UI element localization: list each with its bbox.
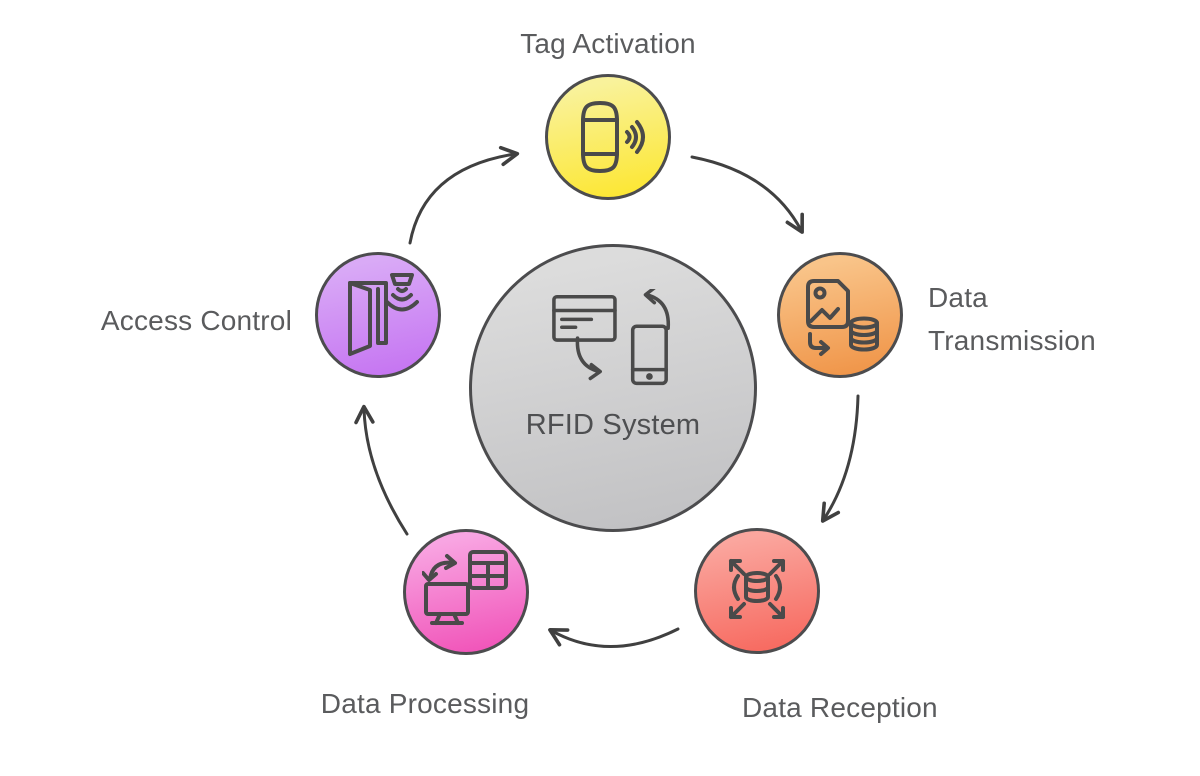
arrow-tag-to-transmission: [690, 155, 804, 234]
arrow-reception-to-processing: [548, 627, 680, 648]
image-to-database-icon: [806, 279, 879, 356]
node-data-processing: [403, 529, 529, 655]
card-phone-exchange-icon: [552, 289, 671, 386]
door-reader-icon: [348, 273, 419, 356]
node-data-reception: [694, 528, 820, 654]
center-node-label: RFID System: [525, 409, 701, 441]
database-broadcast-icon: [729, 559, 785, 619]
arrow-processing-to-access: [354, 404, 409, 536]
arrow-transmission-to-reception: [820, 394, 860, 523]
node-tag-activation: [545, 74, 671, 200]
rfid-tag-signal-icon: [581, 101, 645, 173]
label-data-transmission: Data Transmission: [928, 282, 1096, 357]
monitor-table-sync-icon: [422, 550, 508, 625]
arrow-access-to-tag: [408, 145, 520, 245]
node-access-control: [315, 252, 441, 378]
center-node-rfid-system: RFID System: [469, 244, 757, 532]
node-data-transmission: [777, 252, 903, 378]
label-access-control: Access Control: [100, 305, 292, 336]
label-data-reception: Data Reception: [742, 692, 938, 723]
label-data-processing: Data Processing: [320, 688, 530, 719]
label-tag-activation: Tag Activation: [520, 28, 696, 59]
